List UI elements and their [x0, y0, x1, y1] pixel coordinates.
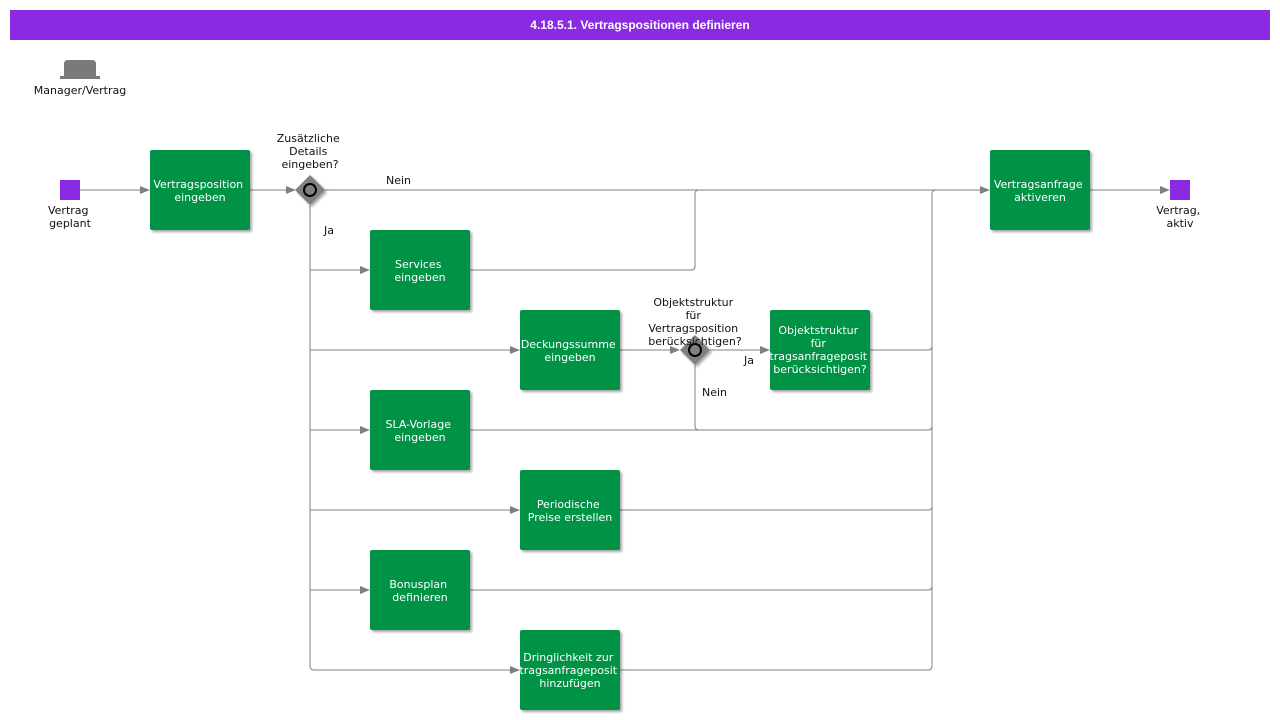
- task-objektstruktur-beruecksichtigen[interactable]: Objektstruktur für tragsanfrageposit ber…: [769, 310, 870, 390]
- flow-label-ja-1: Ja: [323, 224, 334, 237]
- start-event-label: Vertrag geplant: [48, 204, 92, 230]
- task-bonusplan-definieren[interactable]: Bonusplan definieren: [370, 550, 470, 630]
- flow-t8-merge: [620, 665, 933, 671]
- gateway-details: [295, 175, 325, 205]
- svg-text:Dringlichkeit zur tragsa: Dringlichkeit zur tragsanfrageposit hinz…: [519, 651, 620, 690]
- flow-t7-merge: [470, 585, 933, 591]
- flow-g1-ja-trunk: [309, 205, 520, 674]
- merge-line: [931, 189, 937, 666]
- gateway-objektstruktur-question: Objektstruktur für Vertragsposition berü…: [648, 296, 742, 348]
- task-sla-vorlage-eingeben[interactable]: SLA-Vorlage eingeben: [370, 390, 470, 470]
- flow-t2-merge: [470, 189, 700, 271]
- flow-label-ja-2: Ja: [743, 354, 754, 367]
- start-event: [60, 180, 80, 200]
- task-services-eingeben[interactable]: Services eingeben: [370, 230, 470, 310]
- flow-label-nein-1: Nein: [386, 174, 411, 187]
- flow-label-nein-2: Nein: [702, 386, 727, 399]
- svg-text:Bonusplan definieren: Bonusplan definieren: [389, 578, 450, 604]
- task-deckungssumme-eingeben[interactable]: Deckungssumme eingeben: [520, 310, 620, 390]
- flow-t5-merge: [470, 425, 933, 431]
- svg-text:Vertragsanfrage aktivere: Vertragsanfrage aktiveren: [994, 178, 1086, 204]
- gateway-details-question: Zusätzliche Details eingeben?: [277, 132, 343, 171]
- diagram-title: 4.18.5.1. Vertragspositionen definieren: [530, 18, 750, 32]
- connectors: [80, 186, 1170, 674]
- flow-t6-merge: [620, 505, 933, 511]
- gateway-objektstruktur: [680, 335, 710, 365]
- diagram-title-bar: 4.18.5.1. Vertragspositionen definieren: [10, 10, 1270, 40]
- role-label: Manager/Vertrag: [33, 84, 127, 97]
- task-vertragsposition-eingeben[interactable]: Vertragsposition eingeben: [150, 150, 250, 230]
- role-hat-icon: [60, 60, 100, 79]
- svg-text:Vertragsposition eingebe: Vertragsposition eingeben: [153, 178, 246, 204]
- flow-t4-merge: [870, 345, 933, 351]
- end-event-label: Vertrag, aktiv: [1156, 204, 1204, 230]
- end-event: [1170, 180, 1190, 200]
- svg-text:Deckungssumme eingeben: Deckungssumme eingeben: [521, 338, 619, 364]
- task-dringlichkeit-hinzufuegen[interactable]: Dringlichkeit zur tragsanfrageposit hinz…: [519, 630, 620, 710]
- svg-text:Services eingeben: Services eingeben: [394, 258, 445, 284]
- svg-text:SLA-Vorlage eingeben: SLA-Vorlage eingeben: [386, 418, 455, 444]
- svg-text:Objektstruktur für: Objektstruktur für tragsanfrageposit ber…: [769, 324, 870, 376]
- svg-text:Periodische Preise erste: Periodische Preise erstellen: [528, 498, 613, 524]
- task-periodische-preise-erstellen[interactable]: Periodische Preise erstellen: [520, 470, 620, 550]
- flow-g2-nein: [694, 365, 700, 431]
- task-vertragsanfrage-aktiveren[interactable]: Vertragsanfrage aktiveren: [990, 150, 1090, 230]
